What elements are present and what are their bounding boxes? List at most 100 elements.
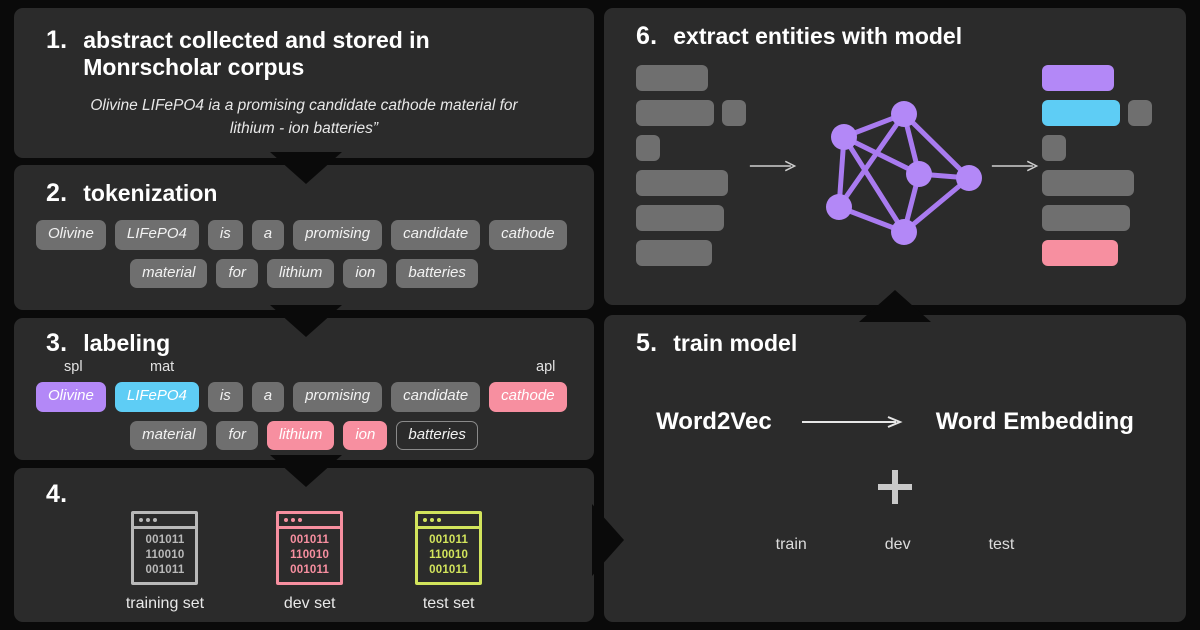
input-bar-row (636, 135, 748, 161)
split-labels: train dev test (626, 536, 1164, 554)
dataset-window-icon: 001011 110010 001011 (276, 511, 344, 585)
labeled-token-chip[interactable]: candidate (391, 382, 481, 412)
arrow-right-icon (801, 416, 903, 428)
token-chip[interactable]: batteries (396, 258, 478, 288)
graph-node[interactable] (956, 165, 982, 191)
labeled-token-chip[interactable]: Olivine (36, 382, 106, 412)
entity-label-spl: spl (64, 359, 83, 375)
step-3-title: labeling (83, 330, 171, 356)
step-3-number: 3. (46, 329, 68, 357)
input-bar-row (636, 65, 748, 91)
panel-step-3: 3. labeling spl mat apl Olivine LIFePO4 is… (14, 318, 594, 460)
word-embedding-label: Word Embedding (935, 408, 1134, 435)
output-bar (1042, 205, 1131, 231)
token-chip[interactable]: Olivine (36, 220, 106, 250)
labeled-token-chip[interactable]: batteries (396, 420, 478, 450)
labeled-token-chip[interactable]: material (130, 420, 208, 450)
arrow-right-icon-input (749, 160, 797, 171)
binary-line: 001011 (290, 564, 330, 577)
step-1-title: abstract collected and stored in Monrsch… (83, 27, 430, 81)
input-bar-row (636, 240, 748, 266)
step-2-title: tokenization (83, 180, 218, 206)
window-dot-icon (423, 518, 428, 522)
connector-step5-step6 (859, 290, 931, 322)
step-5-heading: 5. train model (626, 329, 1164, 358)
labeled-token-chip[interactable]: is (207, 382, 243, 412)
abstract-text: Olivine LIFePO4 ia a promising candidate… (90, 97, 518, 137)
dataset-label: dev set (283, 595, 336, 612)
step-1-heading: 1. abstract collected and stored in Monr… (36, 26, 572, 81)
step-5-title: train model (673, 330, 798, 356)
labeled-token-chip[interactable]: LIFePO4 (114, 382, 199, 412)
knowledge-graph (800, 78, 990, 253)
binary-line: 110010 (145, 548, 185, 561)
output-bar-row (1042, 65, 1154, 91)
graph-node[interactable] (826, 194, 852, 220)
graph-edge (841, 134, 922, 177)
window-dot-icon (291, 518, 296, 522)
connector-step3-step4 (270, 455, 342, 487)
output-bar (1042, 240, 1119, 266)
window-titlebar (279, 514, 341, 529)
output-bar (1042, 135, 1067, 161)
entity-label-apl: apl (536, 359, 556, 375)
graph-node[interactable] (891, 219, 917, 245)
token-chip[interactable]: material (130, 258, 208, 288)
input-bar-row (636, 100, 748, 126)
output-bar (1042, 65, 1115, 91)
word2vec-label: Word2Vec (656, 408, 772, 435)
labeled-token-chip[interactable]: lithium (266, 420, 335, 450)
graph-edge (841, 134, 907, 235)
binary-line: 001011 (290, 533, 330, 546)
token-chip[interactable]: cathode (489, 220, 567, 250)
labeled-token-chip[interactable]: ion (343, 420, 388, 450)
step-2-heading: 2. tokenization (36, 179, 572, 208)
window-titlebar (418, 514, 480, 529)
token-chip[interactable]: ion (343, 258, 388, 288)
graph-node[interactable] (906, 161, 932, 187)
labeled-token-chip[interactable]: for (216, 420, 258, 450)
input-bar (636, 65, 708, 91)
token-chip[interactable]: lithium (266, 258, 335, 288)
entity-label-mat: mat (150, 359, 175, 375)
dataset-label: test set (422, 595, 475, 612)
window-dot-icon (284, 518, 289, 522)
input-bar (636, 240, 712, 266)
token-chip[interactable]: promising (293, 220, 383, 250)
token-chip[interactable]: a (251, 220, 285, 250)
binary-line: 110010 (290, 548, 330, 561)
step-6-heading: 6. extract entities with model (626, 22, 1164, 51)
window-dot-icon (437, 518, 442, 522)
step-4-heading: 4. (36, 480, 572, 509)
labeled-token-chip[interactable]: cathode (489, 382, 567, 412)
window-titlebar (134, 514, 196, 529)
input-bar (636, 205, 724, 231)
step-3-heading: 3. labeling (36, 329, 572, 358)
panel-step-1: 1. abstract collected and stored in Monr… (14, 8, 594, 158)
extraction-row (626, 65, 1164, 266)
token-chip[interactable]: is (207, 220, 243, 250)
window-dot-icon (298, 518, 303, 522)
dataset-item[interactable]: 001011 110010 001011 dev set (276, 511, 344, 613)
graph-node[interactable] (891, 101, 917, 127)
binary-data-lines: 001011 110010 001011 (279, 529, 340, 582)
token-chip[interactable]: for (216, 258, 258, 288)
graph-node[interactable] (831, 124, 857, 150)
labeled-token-chip[interactable]: a (251, 382, 285, 412)
labeled-token-chip[interactable]: promising (293, 382, 383, 412)
split-train-label: train (775, 536, 807, 553)
dataset-label: training set (125, 595, 205, 612)
output-bar-row (1042, 205, 1154, 231)
connector-step1-step2 (270, 152, 342, 184)
labeled-token-row-2: material for lithium ion batteries (36, 420, 572, 450)
graph-edge (836, 111, 907, 210)
binary-line: 001011 (429, 533, 469, 546)
token-chip[interactable]: LIFePO4 (114, 220, 199, 250)
token-chip[interactable]: candidate (391, 220, 481, 250)
